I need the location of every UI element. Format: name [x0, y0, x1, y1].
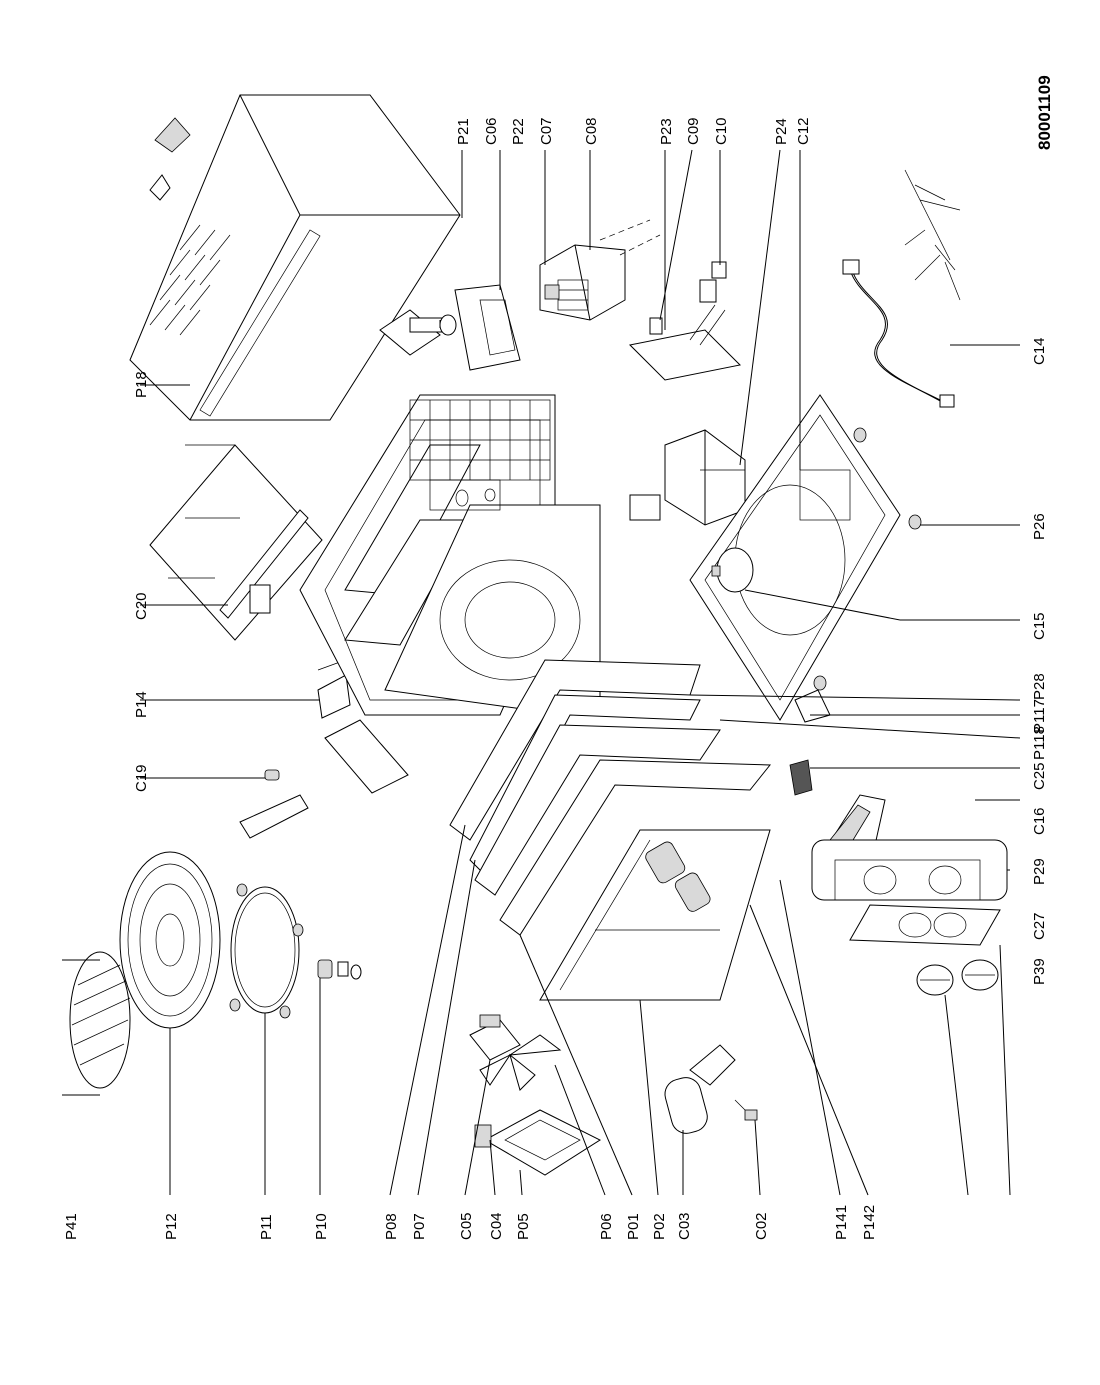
callout-p39: P39	[1031, 958, 1048, 985]
document-number: 80001109	[1035, 75, 1054, 150]
callout-c20: C20	[133, 592, 150, 620]
callout-c09: C09	[685, 117, 702, 145]
callout-c08: C08	[583, 117, 600, 145]
callout-c03: C03	[676, 1212, 693, 1240]
part-p21-p22-cover	[379, 284, 521, 371]
callout-p06: P06	[598, 1213, 615, 1240]
callout-p117: P117	[1031, 699, 1048, 733]
callout-p01: P01	[625, 1213, 642, 1240]
callout-p18: P18	[133, 371, 150, 398]
callout-c07: C07	[538, 117, 555, 145]
callout-p21: P21	[455, 118, 472, 145]
callout-p10: P10	[313, 1213, 330, 1240]
callout-c04: C04	[488, 1212, 505, 1240]
leader-lines	[75, 149, 1021, 1196]
callout-p141: P141	[833, 1205, 850, 1240]
part-p14-bracket	[302, 661, 409, 794]
callout-p07: P07	[411, 1213, 428, 1240]
callout-p41: P41	[63, 1213, 80, 1240]
callout-c19: C19	[133, 764, 150, 792]
callout-p142: P142	[861, 1205, 878, 1240]
part-p23-bracket	[628, 261, 742, 381]
callout-c10: C10	[713, 117, 730, 145]
callout-labels: P41 P12 P11 P10 P08 P07 C05 C04 P05 P06 …	[63, 75, 1054, 1240]
callout-p12: P12	[163, 1213, 180, 1240]
part-base-plate	[689, 394, 922, 723]
callout-p24: P24	[773, 118, 790, 145]
part-p11-roller-ring	[229, 883, 304, 1019]
part-fan-assembly	[469, 1014, 602, 1176]
callout-c25: C25	[1031, 762, 1048, 790]
callout-p08: P08	[383, 1213, 400, 1240]
part-door-assembly	[449, 659, 772, 1001]
callout-p14: P14	[133, 691, 150, 718]
callout-p05: P05	[515, 1213, 532, 1240]
callout-p28: P28	[1031, 673, 1048, 700]
part-c19-foot	[239, 769, 309, 839]
callout-c02: C02	[753, 1212, 770, 1240]
callout-c27: C27	[1031, 912, 1048, 940]
part-p29-control-panel	[811, 839, 1008, 901]
callout-p26: P26	[1031, 513, 1048, 540]
callout-c16: C16	[1031, 807, 1048, 835]
part-p24-block	[629, 429, 746, 526]
part-p39-knobs	[916, 959, 999, 996]
callout-p02: P02	[651, 1213, 668, 1240]
part-p18-outer-casing	[129, 94, 461, 421]
part-p12-turntable-plate	[119, 851, 221, 1029]
part-p10-coupler	[317, 959, 362, 980]
callout-c12: C12	[795, 117, 812, 145]
callout-p23: P23	[658, 118, 675, 145]
callout-p22: P22	[510, 118, 527, 145]
part-c14-power-cord	[842, 169, 961, 408]
part-chassis-cavity	[299, 394, 601, 716]
callout-c14: C14	[1031, 337, 1048, 365]
callout-c05: C05	[458, 1212, 475, 1240]
callout-c06: C06	[483, 117, 500, 145]
part-c03-capacitor	[664, 1044, 758, 1134]
part-c16-switch	[789, 759, 886, 851]
part-c20-cover	[149, 444, 323, 641]
part-p41-glass-tray	[62, 951, 131, 1096]
callout-p29: P29	[1031, 858, 1048, 885]
callout-p11: P11	[258, 1214, 275, 1240]
callout-c15: C15	[1031, 612, 1048, 640]
part-c27-panel-foil	[849, 904, 1001, 946]
callout-p118: P118	[1031, 726, 1048, 760]
part-c08-transformer	[539, 219, 661, 321]
